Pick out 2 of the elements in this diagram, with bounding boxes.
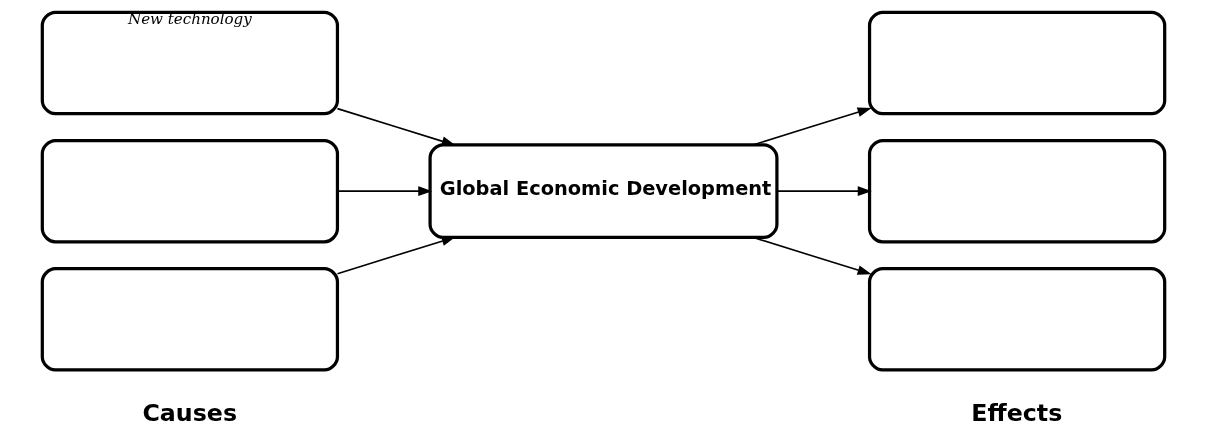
label: Effects bbox=[971, 399, 1063, 428]
label: Causes bbox=[142, 399, 237, 428]
